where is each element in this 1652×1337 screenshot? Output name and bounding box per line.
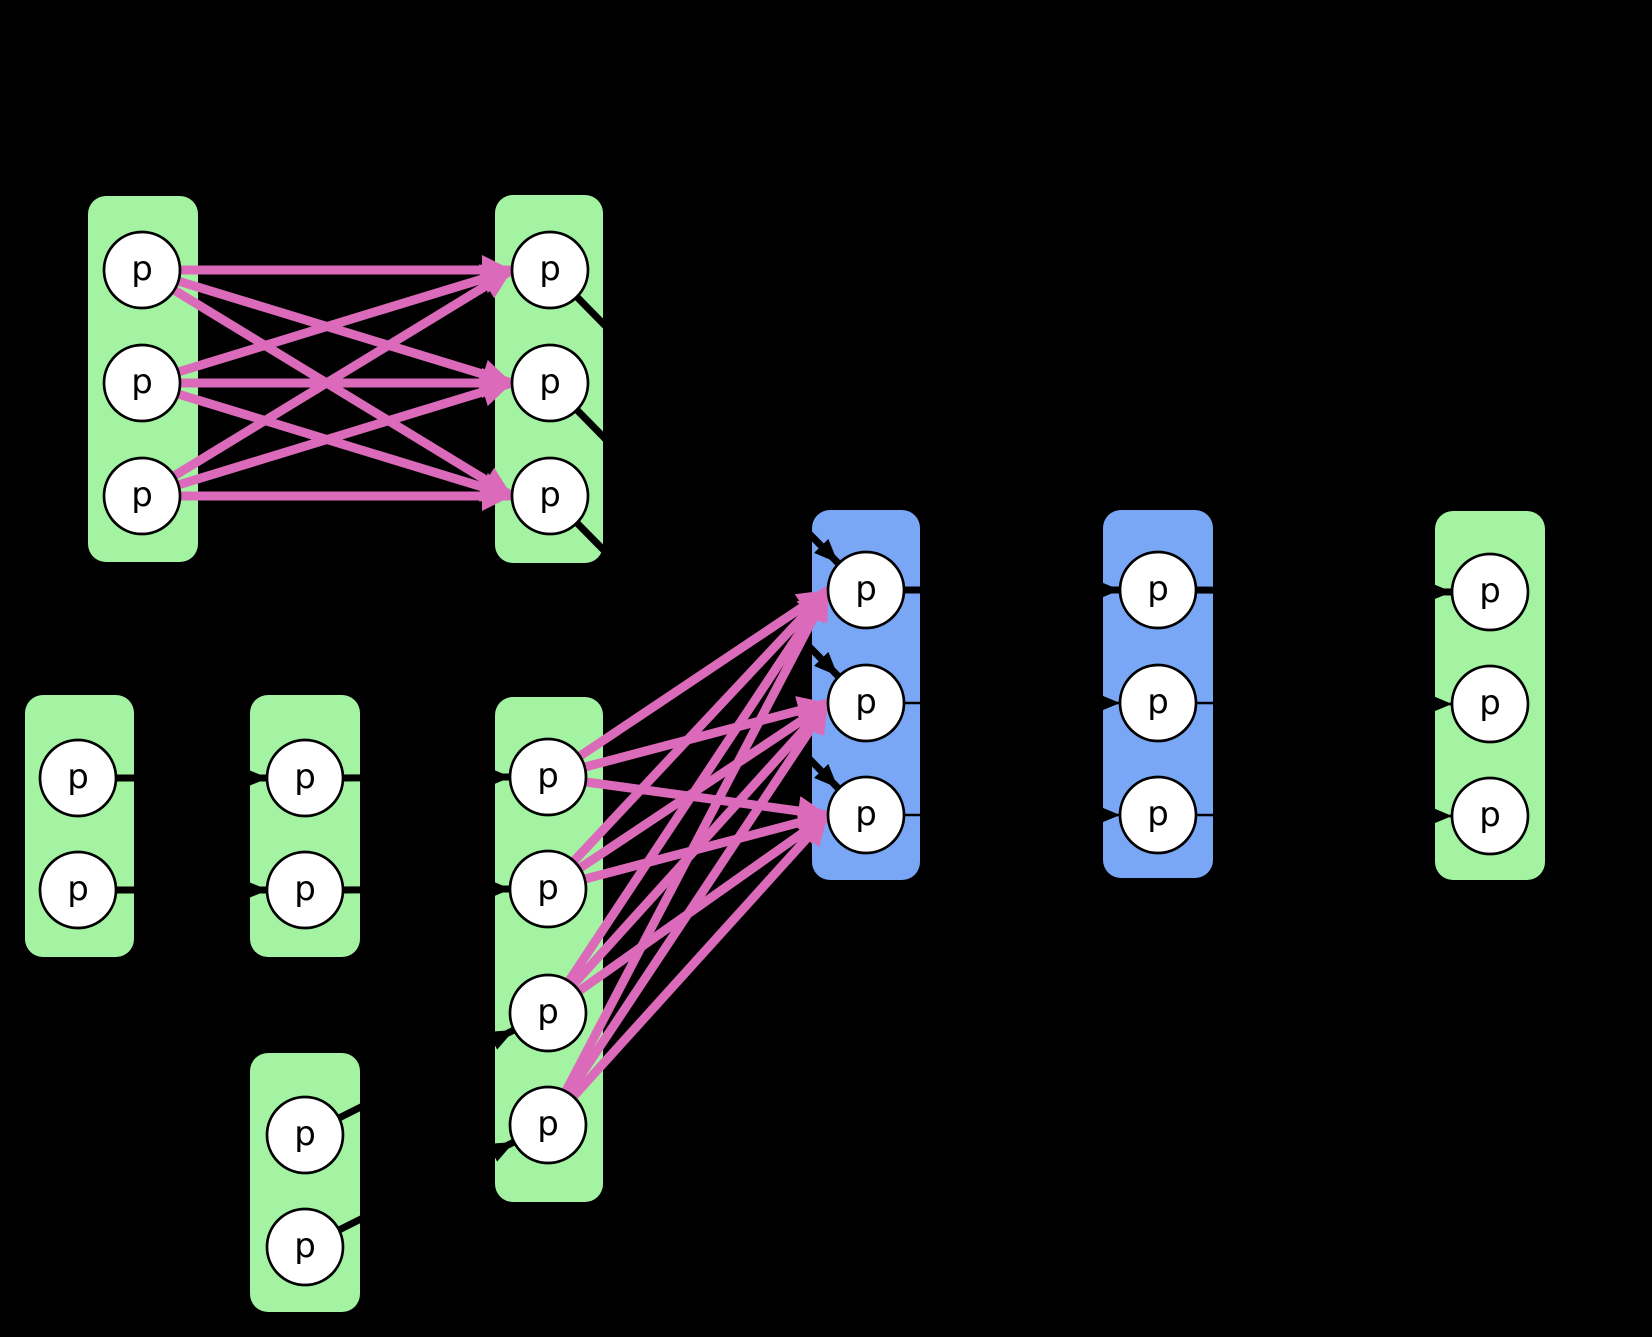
pink-comm-arrow xyxy=(570,586,832,865)
process-node-label: p xyxy=(537,992,559,1032)
process-node-label: p xyxy=(537,1104,559,1144)
black-flow-arrow xyxy=(1195,693,1453,714)
black-flow-arrow xyxy=(337,1026,516,1122)
black-flow-arrow xyxy=(574,294,841,566)
process-node xyxy=(265,850,345,930)
pink-comm-arrow xyxy=(176,264,514,377)
process-node xyxy=(1450,776,1530,856)
process-node-label: p xyxy=(1147,569,1169,609)
process-node xyxy=(508,737,588,817)
process-node xyxy=(265,1095,345,1175)
process-node xyxy=(102,456,182,536)
pink-comm-arrow xyxy=(171,266,515,480)
pink-comm-arrow xyxy=(569,811,832,1101)
pink-comm-arrow xyxy=(171,286,515,500)
process-node xyxy=(1450,552,1530,632)
process-node-label: p xyxy=(131,475,153,515)
process-node-label: p xyxy=(131,249,153,289)
process-node-label: p xyxy=(537,756,559,796)
pink-comm-arrow xyxy=(576,811,831,995)
process-node xyxy=(1118,663,1198,743)
process-node xyxy=(826,775,906,855)
process-node xyxy=(508,849,588,929)
process-node xyxy=(508,973,588,1053)
process-node xyxy=(826,550,906,630)
process-node-label: p xyxy=(539,362,561,402)
process-node xyxy=(1118,550,1198,630)
process-node-label: p xyxy=(294,869,316,909)
pink-comm-arrow xyxy=(176,377,514,490)
black-flow-arrow xyxy=(341,879,512,900)
pink-comm-arrow xyxy=(585,777,829,826)
process-node-label: p xyxy=(1479,795,1501,835)
process-node xyxy=(265,738,345,818)
process-node xyxy=(510,456,590,536)
process-node-label: p xyxy=(1147,794,1169,834)
process-node-label: p xyxy=(1479,571,1501,611)
process-node xyxy=(102,230,182,310)
pink-comm-arrow xyxy=(577,699,831,872)
process-node-label: p xyxy=(67,757,89,797)
process-node xyxy=(510,230,590,310)
process-node-label: p xyxy=(1479,683,1501,723)
process-node xyxy=(1118,775,1198,855)
black-flow-arrow xyxy=(337,1138,516,1234)
process-node-label: p xyxy=(131,362,153,402)
process-node-label: p xyxy=(294,757,316,797)
process-node xyxy=(826,663,906,743)
process-node-label: p xyxy=(294,1226,316,1266)
pink-comm-arrow xyxy=(583,808,830,884)
process-node xyxy=(265,1207,345,1287)
process-node xyxy=(38,738,118,818)
process-node-label: p xyxy=(537,868,559,908)
process-node xyxy=(102,343,182,423)
pink-comm-arrow xyxy=(565,700,832,1096)
process-node-label: p xyxy=(855,794,877,834)
pink-comm-arrow xyxy=(583,696,830,772)
pink-comm-arrow xyxy=(565,587,832,984)
process-node-label: p xyxy=(539,475,561,515)
pink-comm-arrow xyxy=(562,587,832,1094)
process-node xyxy=(508,1085,588,1165)
process-node-label: p xyxy=(67,869,89,909)
process-node-label: p xyxy=(539,249,561,289)
process-node-label: p xyxy=(294,1114,316,1154)
process-node-label: p xyxy=(855,682,877,722)
process-node-label: p xyxy=(855,569,877,609)
black-flow-arrow xyxy=(341,767,512,788)
pink-comm-arrow xyxy=(176,389,514,502)
process-node xyxy=(38,850,118,930)
pink-comm-arrow xyxy=(577,586,831,760)
pink-comm-arrow xyxy=(176,276,514,389)
process-node-label: p xyxy=(1147,682,1169,722)
black-flow-arrow xyxy=(1195,581,1453,602)
pink-comm-arrow xyxy=(569,699,832,989)
black-flow-arrow xyxy=(1195,805,1453,826)
process-node xyxy=(510,343,590,423)
process-node xyxy=(1450,664,1530,744)
